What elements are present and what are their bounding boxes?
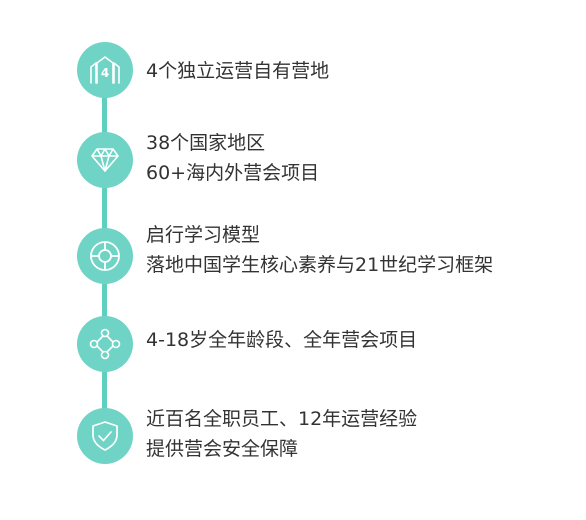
shield-check-icon [77, 408, 133, 464]
step-line: 4-18岁全年龄段、全年营会项目 [146, 329, 418, 351]
step-line: 4个独立运营自有营地 [146, 60, 330, 82]
life-ring-icon [77, 228, 133, 284]
network-nodes-icon [77, 316, 133, 372]
step-line: 启行学习模型 [146, 224, 261, 246]
step-line: 提供营会安全保障 [146, 438, 299, 460]
step-line: 落地中国学生核心素养与21世纪学习框架 [146, 254, 494, 276]
step-line: 60+海内外营会项目 [146, 162, 320, 184]
svg-text:4: 4 [101, 66, 109, 80]
step-line: 近百名全职员工、12年运营经验 [146, 408, 418, 430]
step-line: 38个国家地区 [146, 132, 266, 154]
building-four-icon: 4 [77, 42, 133, 98]
diamond-icon [77, 132, 133, 188]
